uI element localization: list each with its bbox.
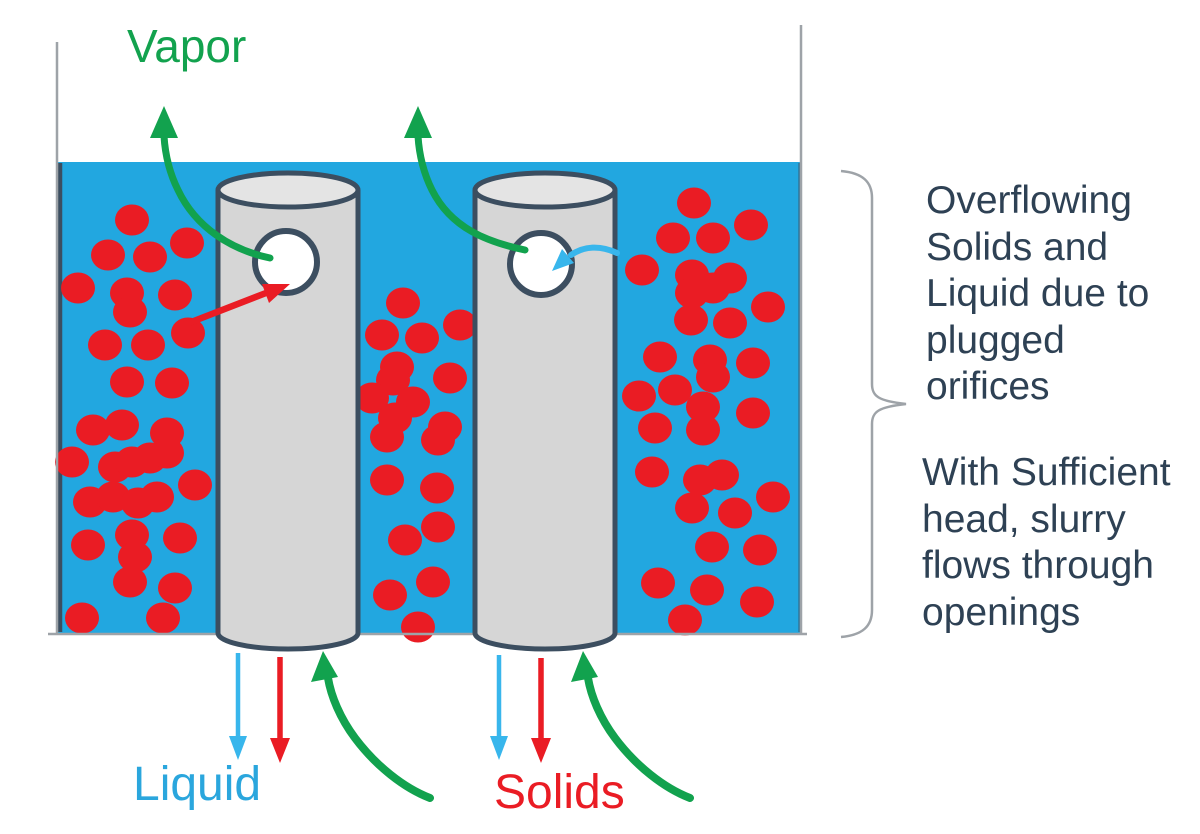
solid-particle-dot [622, 380, 656, 412]
solid-particle-dot [734, 209, 768, 241]
solids-label: Solids [494, 766, 625, 819]
solid-particle-dot [401, 611, 435, 643]
vapor-arrow-right-icon [404, 106, 529, 254]
liquid-down-arrow-left-icon [229, 653, 247, 760]
solid-particle-dot [65, 602, 99, 634]
solid-particle-dot [365, 319, 399, 351]
solid-particle-dot [641, 567, 675, 599]
solid-particle-dot [668, 604, 702, 636]
vapor-arrow-left-icon [150, 106, 274, 262]
solid-particle-dot [696, 222, 730, 254]
solid-particle-dot [170, 227, 204, 259]
solid-particle-dot [131, 329, 165, 361]
solid-particle-dot [113, 566, 147, 598]
solid-particle-dot [386, 287, 420, 319]
liquid-inflow-arrow-icon [552, 244, 620, 271]
solid-particle-dot [163, 522, 197, 554]
solid-particle-dot [113, 296, 147, 328]
solid-particle-dot [756, 481, 790, 513]
vapor-label: Vapor [127, 20, 246, 72]
solid-particle-dot [421, 424, 455, 456]
solid-particle-dot [638, 412, 672, 444]
solid-particle-dot [675, 492, 709, 524]
solid-particle-dot [643, 341, 677, 373]
riser-cylinder-left [215, 170, 361, 652]
solid-particle-dot [133, 241, 167, 273]
solid-particle-dot [105, 409, 139, 441]
solid-particle-dot [658, 374, 692, 406]
solid-particle-dot [696, 361, 730, 393]
solid-particle-dot [178, 469, 212, 501]
solid-particle-dot [416, 566, 450, 598]
solid-particle-dot [686, 391, 720, 423]
solid-particle-dot [158, 572, 192, 604]
solid-particle-dot [705, 459, 739, 491]
solid-particle-dot [115, 204, 149, 236]
solid-particle-dot [355, 382, 389, 414]
solid-particle-dot [88, 329, 122, 361]
solid-particle-dot [656, 222, 690, 254]
solid-particle-dot [420, 472, 454, 504]
solid-particle-dot [373, 579, 407, 611]
solid-particle-dot [674, 304, 708, 336]
solid-particle-dot [736, 347, 770, 379]
riser-left-top-rim [215, 170, 361, 210]
solids-dots-right [622, 187, 790, 636]
solids-inflow-arrow-icon [177, 284, 290, 330]
solid-particle-dot [433, 362, 467, 394]
solid-particle-dot [686, 414, 720, 446]
solid-particle-dot [743, 534, 777, 566]
solid-particle-dot [690, 574, 724, 606]
solid-particle-dot [370, 464, 404, 496]
annotation-plugged-orifices: Overflowing Solids and Liquid due to plu… [926, 179, 1150, 408]
solid-particle-dot [751, 291, 785, 323]
solid-particle-dot [695, 531, 729, 563]
solid-particle-dot [736, 397, 770, 429]
riser-left-orifice [252, 228, 320, 296]
solid-particle-dot [405, 322, 439, 354]
solid-particle-dot [388, 524, 422, 556]
solid-particle-dot [76, 414, 110, 446]
solid-particle-dot [675, 277, 709, 309]
solid-particle-dot [370, 421, 404, 453]
solid-particle-dot [718, 497, 752, 529]
solid-particle-dot [155, 367, 189, 399]
solid-particle-dot [150, 437, 184, 469]
solids-dots-left [55, 204, 212, 634]
solid-particle-dot [421, 511, 455, 543]
solids-down-arrow-right-icon [531, 658, 551, 763]
solids-down-arrow-left-icon [270, 657, 290, 763]
riser-left-body [215, 190, 361, 652]
solid-particle-dot [625, 254, 659, 286]
solid-particle-dot [146, 602, 180, 634]
solid-particle-dot [71, 529, 105, 561]
annotation-brace [840, 169, 907, 639]
solid-particle-dot [635, 456, 669, 488]
slurry-up-arrow-left-icon [311, 651, 434, 802]
riser-cylinder-right [472, 170, 618, 652]
solid-particle-dot [118, 541, 152, 573]
liquid-label: Liquid [133, 758, 261, 811]
solid-particle-dot [91, 239, 125, 271]
solid-particle-dot [443, 309, 477, 341]
solid-particle-dot [713, 307, 747, 339]
solid-particle-dot [110, 366, 144, 398]
riser-right-top-rim [472, 170, 618, 210]
solid-particle-dot [55, 446, 89, 478]
slurry-up-arrow-right-icon [571, 651, 694, 802]
solid-particle-dot [158, 279, 192, 311]
liquid-down-arrow-right-icon [490, 655, 508, 760]
solid-particle-dot [677, 187, 711, 219]
solid-particle-dot [61, 272, 95, 304]
riser-right-body [472, 190, 618, 652]
solid-particle-dot [740, 586, 774, 618]
annotation-sufficient-head: With Sufficient head, slurry flows throu… [922, 451, 1171, 634]
solid-particle-dot [140, 481, 174, 513]
